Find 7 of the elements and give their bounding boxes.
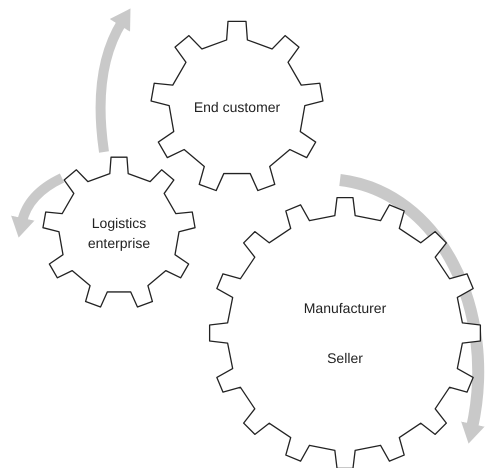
gear-label: Logistics enterprise	[86, 214, 152, 253]
gear-shape	[42, 156, 196, 310]
gear-label: Manufacturer	[304, 299, 386, 318]
gear-label: Seller	[327, 349, 363, 368]
gear-shape	[150, 20, 324, 194]
gear-label: End customer	[194, 98, 280, 117]
gear-shape	[208, 196, 482, 468]
